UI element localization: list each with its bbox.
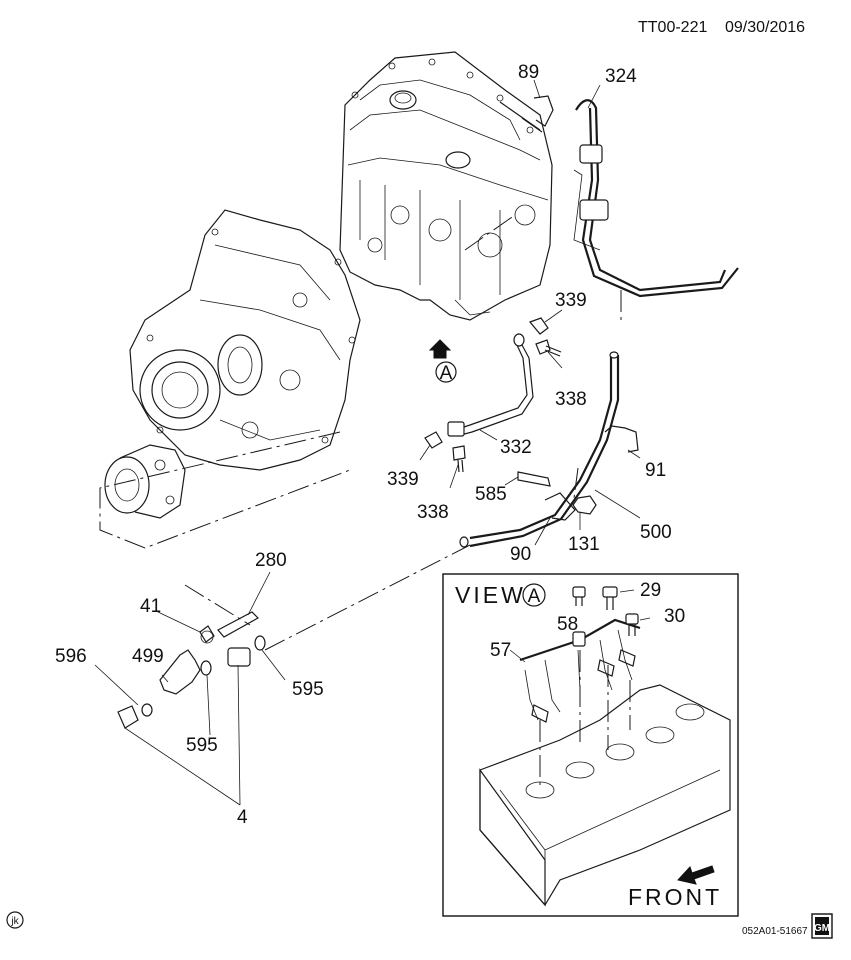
callout-90: 90	[510, 544, 531, 565]
inset-view-ref: A	[528, 586, 541, 607]
callout-30: 30	[664, 606, 685, 627]
callout-338-upper: 338	[555, 389, 587, 410]
view-a-marker: A	[428, 339, 457, 384]
corner-mark: jk	[6, 911, 24, 929]
callout-91: 91	[645, 460, 666, 481]
callout-58: 58	[557, 614, 578, 635]
callout-332: 332	[500, 437, 532, 458]
callout-338-lower: 338	[417, 502, 449, 523]
corner-mark-text: jk	[10, 916, 19, 927]
doc-id: TT00-221	[638, 19, 707, 36]
vacuum-pump-illustration	[104, 444, 186, 519]
inset-front-label: FRONT	[628, 884, 722, 910]
callout-596: 596	[55, 646, 87, 667]
callout-500: 500	[640, 522, 672, 543]
callout-4: 4	[237, 807, 248, 828]
doc-date: 09/30/2016	[725, 19, 805, 36]
oil-pipes	[424, 95, 739, 548]
callout-131: 131	[568, 534, 600, 555]
view-ref-marker: A	[440, 363, 453, 384]
callout-585: 585	[475, 484, 507, 505]
gm-logo: GM	[811, 913, 833, 939]
callout-41: 41	[140, 596, 161, 617]
drawing-code: 052A01-51667	[742, 926, 808, 937]
callout-595-lower: 595	[186, 735, 218, 756]
callout-339-lower: 339	[387, 469, 419, 490]
callout-89: 89	[518, 62, 539, 83]
leader-lines	[99, 214, 579, 651]
gm-logo-text: GM	[814, 923, 830, 934]
callout-numbers: 89 324 339 338 332 339 338 585 91 500 13…	[55, 62, 672, 828]
callout-339-upper: 339	[555, 290, 587, 311]
timing-cover-illustration	[129, 209, 361, 471]
callout-280: 280	[255, 550, 287, 571]
callout-595-right: 595	[292, 679, 324, 700]
inset-view-label: VIEW	[455, 582, 526, 608]
engine-block-illustration	[339, 51, 553, 321]
oil-connector-assembly	[117, 611, 266, 729]
callout-324: 324	[605, 66, 637, 87]
callout-57: 57	[490, 640, 511, 661]
callout-499: 499	[132, 646, 164, 667]
view-a-inset: VIEW A 58 29 30 57	[442, 573, 739, 917]
callout-leaders	[94, 79, 641, 806]
callout-29: 29	[640, 580, 661, 601]
